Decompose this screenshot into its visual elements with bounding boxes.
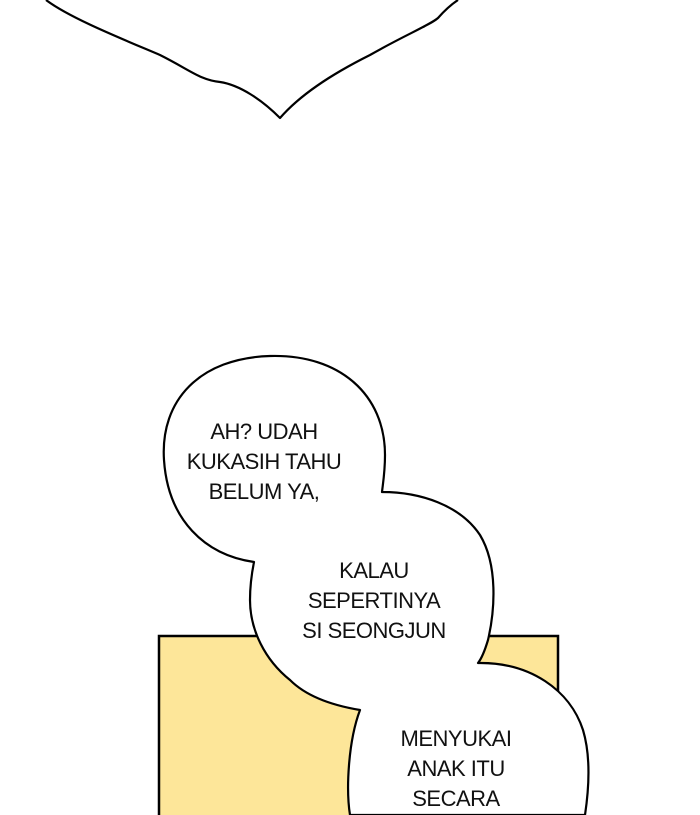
bubble-1-line-3: BELUM YA,	[208, 479, 320, 504]
bubble-2-line-2: SEPERTINYA	[307, 588, 441, 613]
bubble-2-line-3: SI SEONGJUN	[302, 618, 446, 643]
bubble-3-line-2: ANAK ITU	[407, 756, 505, 781]
bubble-3-text: MENYUKAI ANAK ITU SECARA	[376, 724, 536, 814]
speech-bubble-cluster	[162, 354, 590, 815]
bubble-3-line-1: MENYUKAI	[400, 726, 512, 751]
bubble-1-line-2: KUKASIH TAHU	[186, 449, 342, 474]
bubble-2-line-1: KALAU	[339, 558, 409, 583]
top-bubble-tail	[45, 0, 459, 120]
bubble-1-line-1: AH? UDAH	[210, 419, 318, 444]
bubble-3-line-3: SECARA	[412, 786, 500, 811]
bubble-2-text: KALAU SEPERTINYA SI SEONGJUN	[294, 556, 454, 646]
bubble-1-text: AH? UDAH KUKASIH TAHU BELUM YA,	[184, 417, 344, 507]
